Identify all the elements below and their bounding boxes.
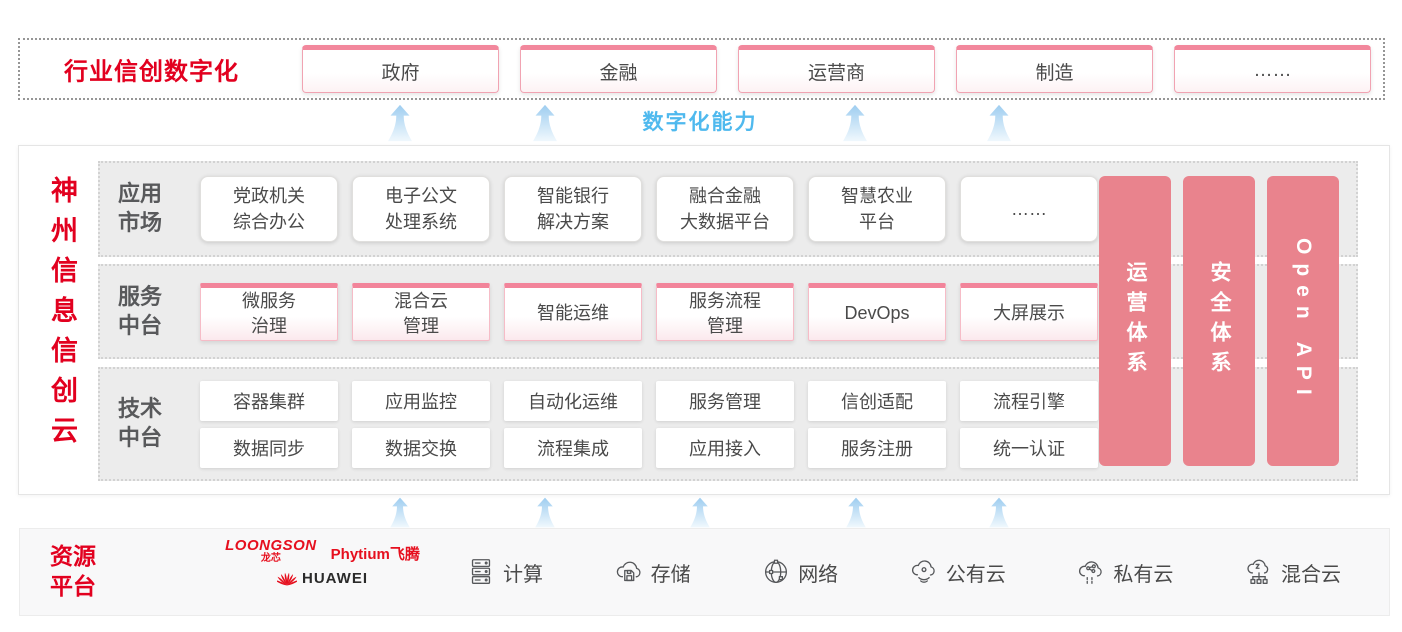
- app-box-finance-bigdata: 融合金融 大数据平台: [656, 176, 794, 242]
- pillar-security-system: 安全体系: [1183, 176, 1255, 466]
- app-box-edoc-system: 电子公文 处理系统: [352, 176, 490, 242]
- resource-item-label: 混合云: [1280, 563, 1341, 586]
- resource-item-label: 公有云: [945, 563, 1006, 586]
- service-box-hybrid-cloud-mgmt: 混合云 管理: [352, 282, 490, 341]
- up-arrow-icon: [846, 497, 866, 528]
- service-platform-row-label: 服务 中台: [118, 283, 163, 338]
- app-market-row-label: 应用 市场: [118, 181, 163, 235]
- up-arrow-icon: [987, 104, 1011, 142]
- private-cloud-icon: [1079, 561, 1103, 584]
- cloud-platform-panel: 神州信息信创云 应用 市场 党政机关 综合办公 电子公文 处理系统 智能银行 解…: [18, 145, 1390, 495]
- tech-box-container-cluster: 容器集群: [200, 380, 338, 421]
- hybrid-cloud-icon: [1247, 559, 1269, 584]
- app-box-smart-banking: 智能银行 解决方案: [504, 176, 642, 242]
- app-box-smart-agriculture: 智慧农业 平台: [808, 176, 946, 242]
- huawei-logo: HUAWEI: [215, 569, 430, 587]
- resource-item-label: 私有云: [1113, 563, 1174, 586]
- up-arrow-icon: [843, 104, 867, 142]
- huawei-wordmark: HUAWEI: [302, 569, 368, 587]
- public-cloud-icon: [911, 560, 935, 583]
- resource-item-public-cloud: 公有云: [908, 556, 1006, 588]
- industry-box-manufacturing: 制造: [956, 45, 1153, 93]
- industry-box-more: ……: [1174, 45, 1371, 93]
- tech-box-data-exchange: 数据交换: [352, 427, 490, 468]
- tech-box-process-engine: 流程引擎: [960, 380, 1098, 421]
- resource-item-storage: 存储: [613, 556, 691, 588]
- tech-box-xinchuang-adaptation: 信创适配: [808, 380, 946, 421]
- industry-box-government: 政府: [302, 45, 499, 93]
- pillar-operation-system: 运营体系: [1099, 176, 1171, 466]
- up-arrow-icon: [388, 104, 412, 142]
- tech-box-data-sync: 数据同步: [200, 427, 338, 468]
- industry-list: 政府 金融 运营商 制造 ……: [302, 45, 1371, 93]
- resource-item-hybrid-cloud: 混合云: [1243, 556, 1341, 588]
- platform-title: 神州信息信创云: [47, 176, 77, 456]
- up-arrow-icon: [690, 497, 710, 528]
- tech-boxes-lower: 数据同步 数据交换 流程集成 应用接入 服务注册 统一认证: [200, 427, 1098, 468]
- tech-box-service-mgmt: 服务管理: [656, 380, 794, 421]
- vendor-logos: LOONGSON 龙芯 Phytium飞腾: [215, 537, 430, 587]
- industry-box-finance: 金融: [520, 45, 717, 93]
- storage-icon: [616, 561, 641, 582]
- service-boxes: 微服务 治理 混合云 管理 智能运维 服务流程 管理 DevOps 大屏展示: [200, 282, 1098, 341]
- loongson-cn-wordmark: 龙芯: [260, 553, 281, 564]
- up-arrow-icon: [390, 497, 410, 528]
- service-box-intelligent-ops: 智能运维: [504, 282, 642, 341]
- tech-box-service-registry: 服务注册: [808, 427, 946, 468]
- app-box-gov-office: 党政机关 综合办公: [200, 176, 338, 242]
- up-arrow-icon: [989, 497, 1009, 528]
- tech-box-app-monitoring: 应用监控: [352, 380, 490, 421]
- capability-label: 数字化能力: [642, 111, 758, 134]
- tech-boxes-upper: 容器集群 应用监控 自动化运维 服务管理 信创适配 流程引擎: [200, 380, 1098, 421]
- industry-banner: 行业信创数字化 政府 金融 运营商 制造 ……: [18, 38, 1385, 100]
- app-market-boxes: 党政机关 综合办公 电子公文 处理系统 智能银行 解决方案 融合金融 大数据平台…: [200, 176, 1098, 242]
- up-arrow-icon: [535, 497, 555, 528]
- service-box-devops: DevOps: [808, 282, 946, 341]
- resource-item-label: 存储: [650, 563, 691, 586]
- huawei-flower-icon: [277, 572, 297, 586]
- tech-box-unified-auth: 统一认证: [960, 427, 1098, 468]
- tech-platform-row-label: 技术 中台: [118, 396, 163, 450]
- service-box-service-process-mgmt: 服务流程 管理: [656, 282, 794, 341]
- industry-banner-title: 行业信创数字化: [64, 58, 239, 86]
- resource-item-label: 网络: [798, 563, 839, 586]
- loongson-logo: LOONGSON 龙芯: [225, 537, 317, 564]
- resource-platform-label: 资源 平台: [50, 543, 96, 599]
- server-icon: [471, 559, 491, 584]
- network-icon: [765, 559, 788, 584]
- resource-item-private-cloud: 私有云: [1075, 556, 1173, 588]
- resource-platform-panel: 资源 平台 LOONGSON 龙芯 Phytium飞腾: [19, 528, 1390, 616]
- app-box-more: ……: [960, 176, 1098, 242]
- phytium-logo: Phytium飞腾: [330, 546, 420, 563]
- service-box-big-screen: 大屏展示: [960, 282, 1098, 341]
- service-box-microservice-governance: 微服务 治理: [200, 282, 338, 341]
- tech-box-auto-ops: 自动化运维: [504, 380, 642, 421]
- pillar-open-api: Open API: [1267, 176, 1339, 466]
- resource-item-label: 计算: [503, 563, 543, 586]
- resource-items: 计算 存储 网络: [465, 529, 1341, 615]
- resource-item-network: 网络: [760, 556, 838, 588]
- resource-item-compute: 计算: [465, 556, 543, 588]
- loongson-wordmark: LOONGSON: [225, 537, 317, 554]
- industry-box-operator: 运营商: [738, 45, 935, 93]
- up-arrow-icon: [533, 104, 557, 142]
- tech-box-process-integration: 流程集成: [504, 427, 642, 468]
- tech-box-app-access: 应用接入: [656, 427, 794, 468]
- tech-boxes: 容器集群 应用监控 自动化运维 服务管理 信创适配 流程引擎 数据同步 数据交换…: [200, 380, 1098, 468]
